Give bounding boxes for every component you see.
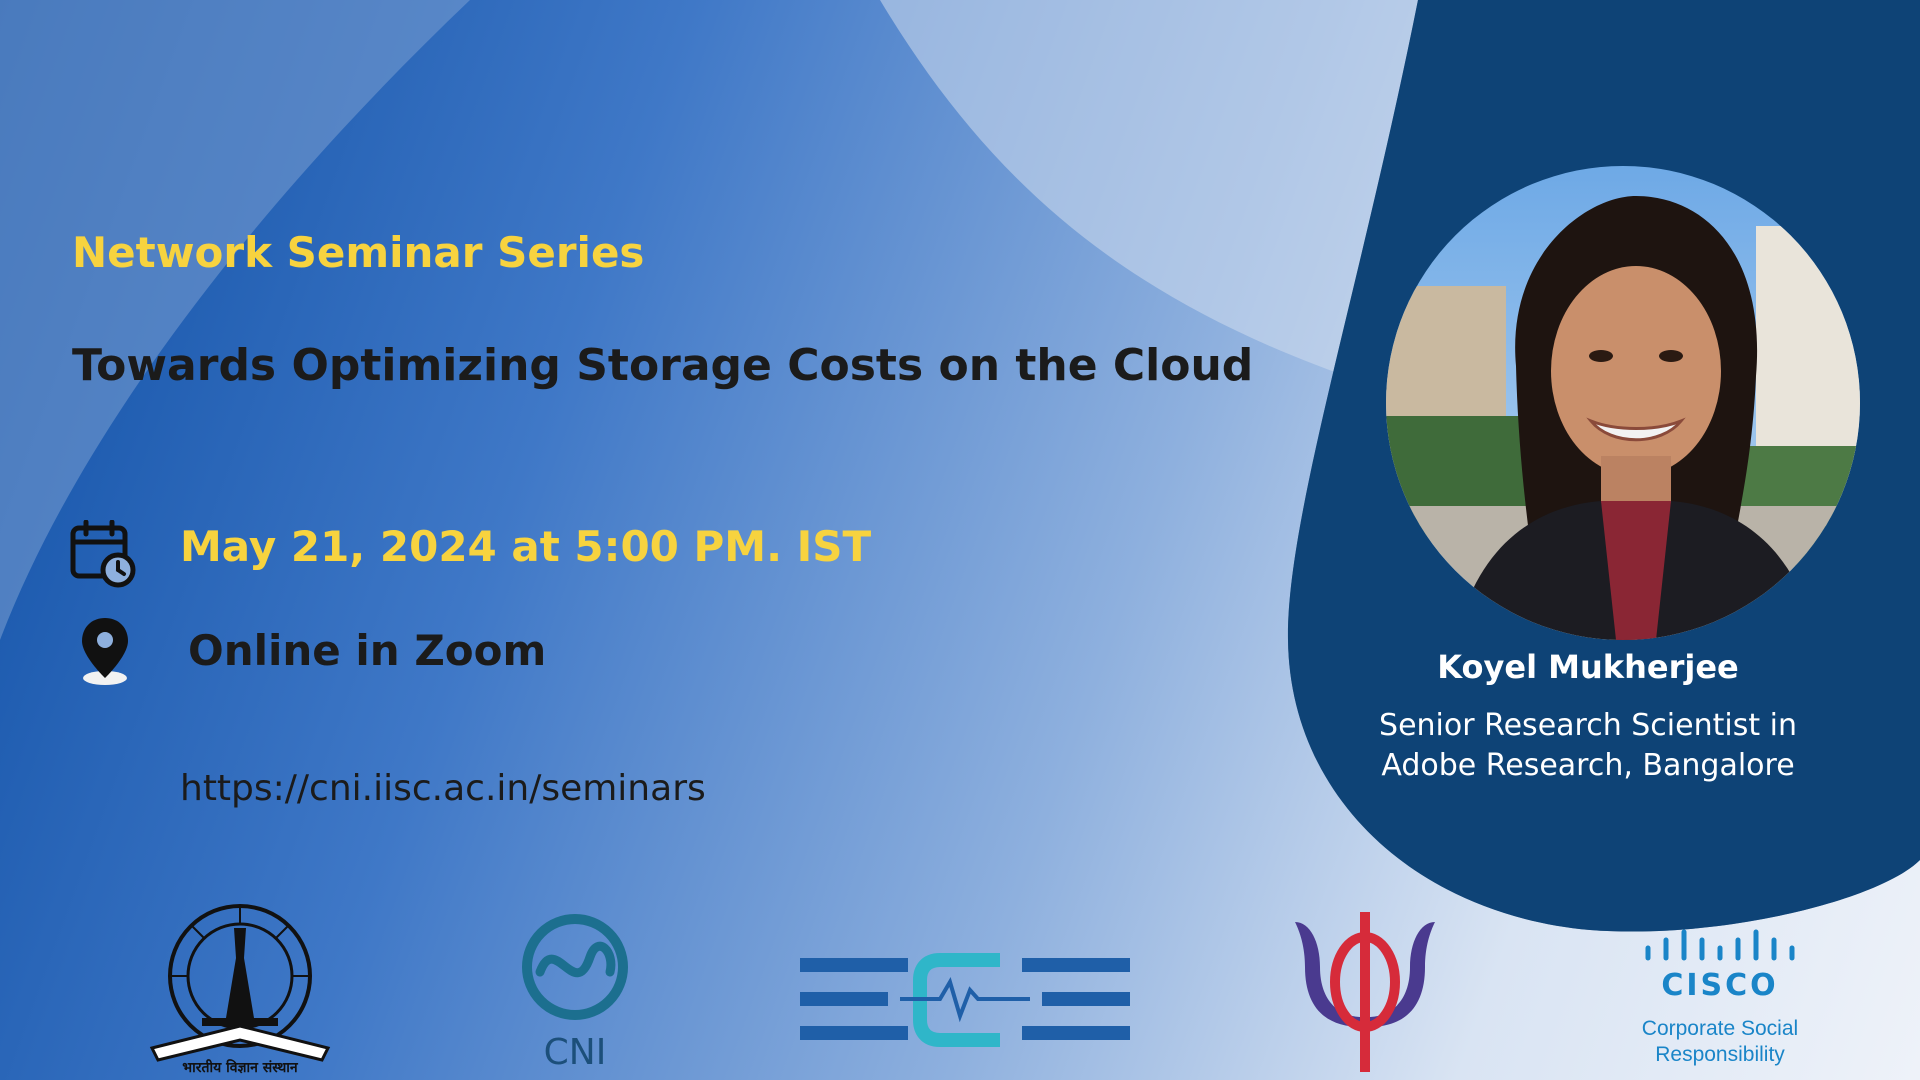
- iisc-devanagari-text: भारतीय विज्ञान संस्थान: [182, 1060, 298, 1076]
- cisco-wordmark: CISCO: [1661, 968, 1779, 1003]
- location-pin-icon: [82, 618, 128, 685]
- cisco-subtitle-line2: Responsibility: [1655, 1043, 1785, 1066]
- speaker-name: Koyel Mukherjee: [1437, 648, 1739, 686]
- speaker-photo: [1386, 166, 1860, 640]
- cisco-logo: [1645, 929, 1795, 961]
- speaker-role-line1: Senior Research Scientist in: [1379, 708, 1797, 743]
- psi-logo: [1295, 912, 1435, 1072]
- calendar-clock-icon: [70, 520, 136, 588]
- ece-logo: [800, 953, 1130, 1047]
- cni-logo: [522, 914, 628, 1020]
- talk-title: Towards Optimizing Storage Costs on the …: [72, 340, 1254, 391]
- iisc-logo: [149, 904, 331, 1062]
- event-location: Online in Zoom: [188, 626, 547, 675]
- event-datetime: May 21, 2024 at 5:00 PM. IST: [180, 522, 872, 571]
- seminar-link[interactable]: https://cni.iisc.ac.in/seminars: [180, 768, 706, 809]
- speaker-role: Senior Research Scientist in Adobe Resea…: [1310, 706, 1866, 786]
- cisco-subtitle: Corporate Social Responsibility: [1610, 1016, 1830, 1068]
- series-title: Network Seminar Series: [72, 228, 645, 277]
- speaker-role-line2: Adobe Research, Bangalore: [1381, 748, 1795, 783]
- cisco-subtitle-line1: Corporate Social: [1641, 1017, 1799, 1040]
- cni-label: CNI: [543, 1032, 607, 1073]
